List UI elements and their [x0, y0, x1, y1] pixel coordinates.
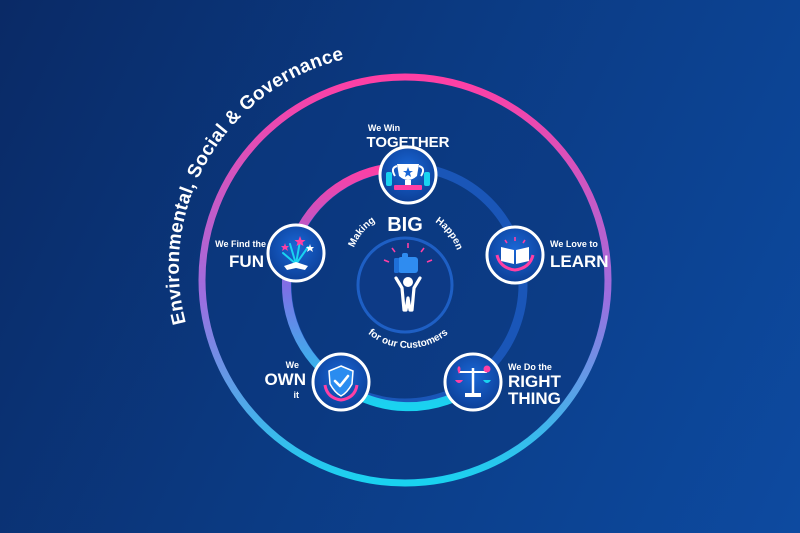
together-big-label: TOGETHER — [366, 134, 449, 151]
book-icon — [495, 237, 535, 272]
own-small-label: We — [286, 360, 299, 370]
learn-big-label: LEARN — [550, 252, 609, 271]
fun-small-label: We Find the — [215, 239, 266, 249]
value-node-right-thing: We Do the RIGHT THING — [443, 352, 562, 412]
own-small-label-2: it — [294, 390, 300, 400]
fireworks-icon — [281, 236, 314, 270]
right-thing-big-label-2: THING — [508, 389, 561, 408]
learn-small-label: We Love to — [550, 239, 598, 249]
value-node-learn: We Love to LEARN — [485, 225, 609, 285]
trophy-icon — [386, 164, 430, 190]
shield-check-icon — [323, 365, 359, 402]
right-thing-small-label: We Do the — [508, 362, 552, 372]
own-big-label: OWN — [264, 370, 306, 389]
fun-big-label: FUN — [229, 252, 264, 271]
value-node-fun: We Find the FUN — [215, 223, 326, 283]
outer-ring — [198, 73, 612, 487]
right-thing-big-label-1: RIGHT — [508, 372, 562, 391]
person-thumbs-up-icon — [383, 243, 433, 312]
together-small-label: We Win — [368, 123, 400, 133]
center-big: BIG — [387, 214, 423, 236]
inner-ring-arc — [282, 162, 487, 412]
scales-icon — [455, 365, 491, 397]
value-node-together: We Win TOGETHER — [366, 123, 450, 205]
value-node-own: We OWN it — [264, 352, 371, 412]
